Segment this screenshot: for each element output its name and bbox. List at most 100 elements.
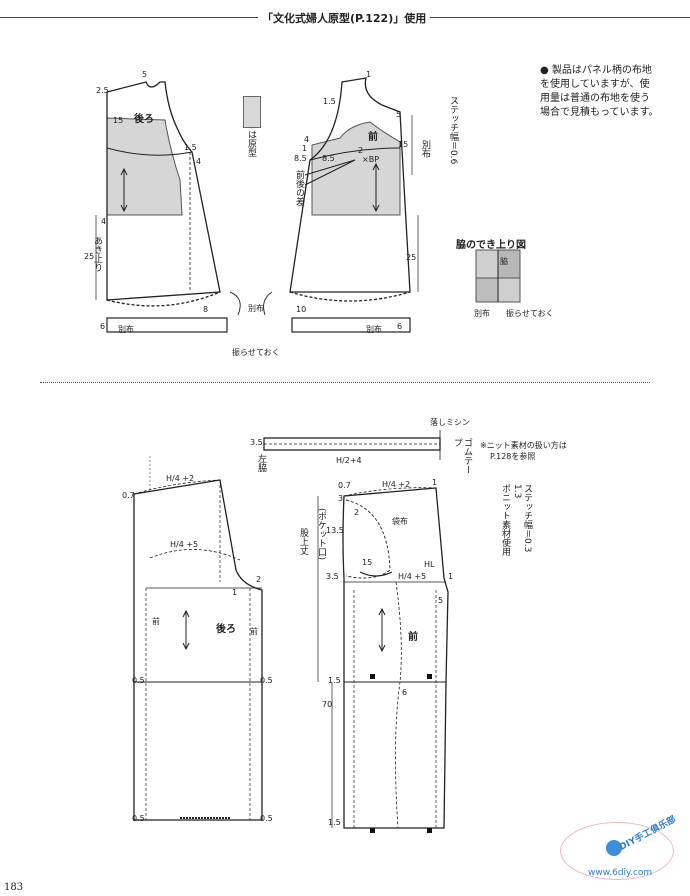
fabric-note-line: 用量は普通の布地を使う <box>540 93 650 104</box>
stitch-width-bottom: ステッチ幅＝0.3 1.3 <box>512 484 532 553</box>
fabric-note-line: 場合で見積もっています。 <box>540 107 659 118</box>
dim-label: 3 <box>338 494 344 503</box>
dim-label: 6 <box>397 322 403 331</box>
knit-note: ※ニット素材の扱い方は P.128を参照 <box>480 440 567 462</box>
side-betsununo-label: 別布 <box>420 140 430 158</box>
front-bodice <box>289 77 419 333</box>
dim-label: 0.5 <box>260 676 273 685</box>
brand-logo-globe-icon <box>606 840 622 856</box>
hip-formula: H/4 +5 <box>398 572 427 581</box>
fabric-note-line: を使用していますが、使 <box>540 79 650 90</box>
dim-label: 4 <box>101 217 107 226</box>
dim-label: 0.5 <box>132 676 145 685</box>
side-seam-title: 脇のでき上り図 <box>456 240 526 251</box>
pocket-opening-label: (ポケット口) <box>316 508 326 561</box>
left-side-label: 左脇 <box>256 454 266 472</box>
strip-label: 別布 <box>366 325 382 334</box>
side-label: 脇 <box>500 257 508 266</box>
header-bar: 「文化式婦人原型(P.122)」使用 <box>0 10 690 26</box>
dim-label: 15 <box>398 140 409 149</box>
dim-label: 8.5 <box>322 154 335 163</box>
dim-label: 6 <box>100 322 106 331</box>
formula-h: H <box>336 456 343 465</box>
dim-label: 25 <box>84 252 95 261</box>
back-pants-label: 後ろ <box>216 624 236 635</box>
formula-frac: 2 <box>344 456 350 465</box>
bodice-diagram <box>95 77 521 333</box>
furasete-label-2: 振らせておく <box>506 309 554 318</box>
dim-label: 10 <box>296 305 307 314</box>
hip-formula: H/4 +5 <box>170 540 199 549</box>
brand-logo: DIY手工俱乐部 www.6diy.com <box>540 815 690 896</box>
pocket-bag-label: 袋布 <box>392 517 408 526</box>
dim-label: 2.5 <box>96 86 109 95</box>
back-pants <box>133 456 263 821</box>
fabric-note-line: ● 製品はパネル柄の布地 <box>540 65 652 76</box>
dim-label: 70 <box>322 700 333 709</box>
fabric-note: ● 製品はパネル柄の布地 を使用していますが、使 用量は普通の布地を使う 場合で… <box>540 64 659 120</box>
knit-material-note: ポニット素材使用 <box>500 484 510 556</box>
dim-label: 15 <box>113 116 124 125</box>
brand-logo-site: www.6diy.com <box>588 868 653 878</box>
dim-label: 0.5 <box>132 814 145 823</box>
elastic-label: ゴムテープ <box>452 438 472 474</box>
back-bodice <box>95 81 228 333</box>
dim-label: 0.7 <box>338 481 351 490</box>
dim-label: 13.5 <box>326 526 344 535</box>
legend-label: は原型 <box>246 130 256 157</box>
dim-label: 1 <box>232 588 238 597</box>
strip-label: 別布 <box>118 325 134 334</box>
dim-label: 1 <box>432 478 438 487</box>
pants-diagram <box>133 430 449 833</box>
legend-swatch <box>243 96 261 128</box>
knit-note-line: P.128を参照 <box>490 452 536 461</box>
dim-label: 5 <box>142 70 148 79</box>
dim-label: 1.5 <box>328 818 341 827</box>
rise-label: 股上丈 <box>298 528 308 555</box>
dim-label: 0.7 <box>122 491 135 500</box>
dim-label: 15 <box>362 558 373 567</box>
dim-label: 5 <box>438 596 444 605</box>
dim-label: 4 <box>196 157 202 166</box>
dim-label: 1.5 <box>184 143 197 152</box>
dim-label: 8.5 <box>294 154 307 163</box>
front-pants-label: 前 <box>408 632 418 643</box>
dim-label: 1.5 <box>328 676 341 685</box>
front-mark-left: 前 <box>152 617 160 626</box>
front-pants <box>317 487 449 833</box>
betsununo-label: 別布 <box>248 304 264 313</box>
knit-note-line: ※ニット素材の扱い方は <box>480 441 567 450</box>
brand-logo-ring <box>560 822 674 880</box>
furasete-label: 振らせておく <box>232 348 280 357</box>
top-formula: H/4 +2 <box>382 480 411 489</box>
dim-label: 2 <box>358 146 364 155</box>
waistband-formula: H/2+4 <box>336 456 362 465</box>
back-bodice-label: 後ろ <box>134 114 154 125</box>
dim-label: 1.5 <box>323 97 336 106</box>
dim-label: 3.5 <box>326 572 339 581</box>
dim-label: 1 <box>366 70 372 79</box>
dim-label: 5 <box>396 110 402 119</box>
edge-stitch-label: 落しミシン <box>430 418 470 427</box>
dim-label: 6 <box>402 688 408 697</box>
dim-label: 0.5 <box>260 814 273 823</box>
dart-label: 前後の差 <box>294 170 304 206</box>
dim-label: 3.5 <box>250 438 263 447</box>
betsununo-label-2: 別布 <box>474 309 490 318</box>
front-mark-right: 前 <box>250 627 258 636</box>
dim-label: 2 <box>354 508 360 517</box>
side-seam-diagram <box>475 249 521 303</box>
bp-label: ×BP <box>362 155 380 164</box>
dim-label: 25 <box>406 253 417 262</box>
hl-label: HL <box>424 560 435 569</box>
front-bodice-label: 前 <box>368 132 378 143</box>
top-formula: H/4 +2 <box>166 474 195 483</box>
dim-label: 1 <box>302 144 308 153</box>
page-title: 「文化式婦人原型(P.122)」使用 <box>258 10 431 26</box>
dim-label: 1 <box>448 572 454 581</box>
waistband <box>263 430 441 460</box>
section-divider <box>40 382 650 383</box>
dim-label: 2 <box>256 575 262 584</box>
page-number: 183 <box>4 882 24 893</box>
dim-label: 8 <box>203 305 209 314</box>
